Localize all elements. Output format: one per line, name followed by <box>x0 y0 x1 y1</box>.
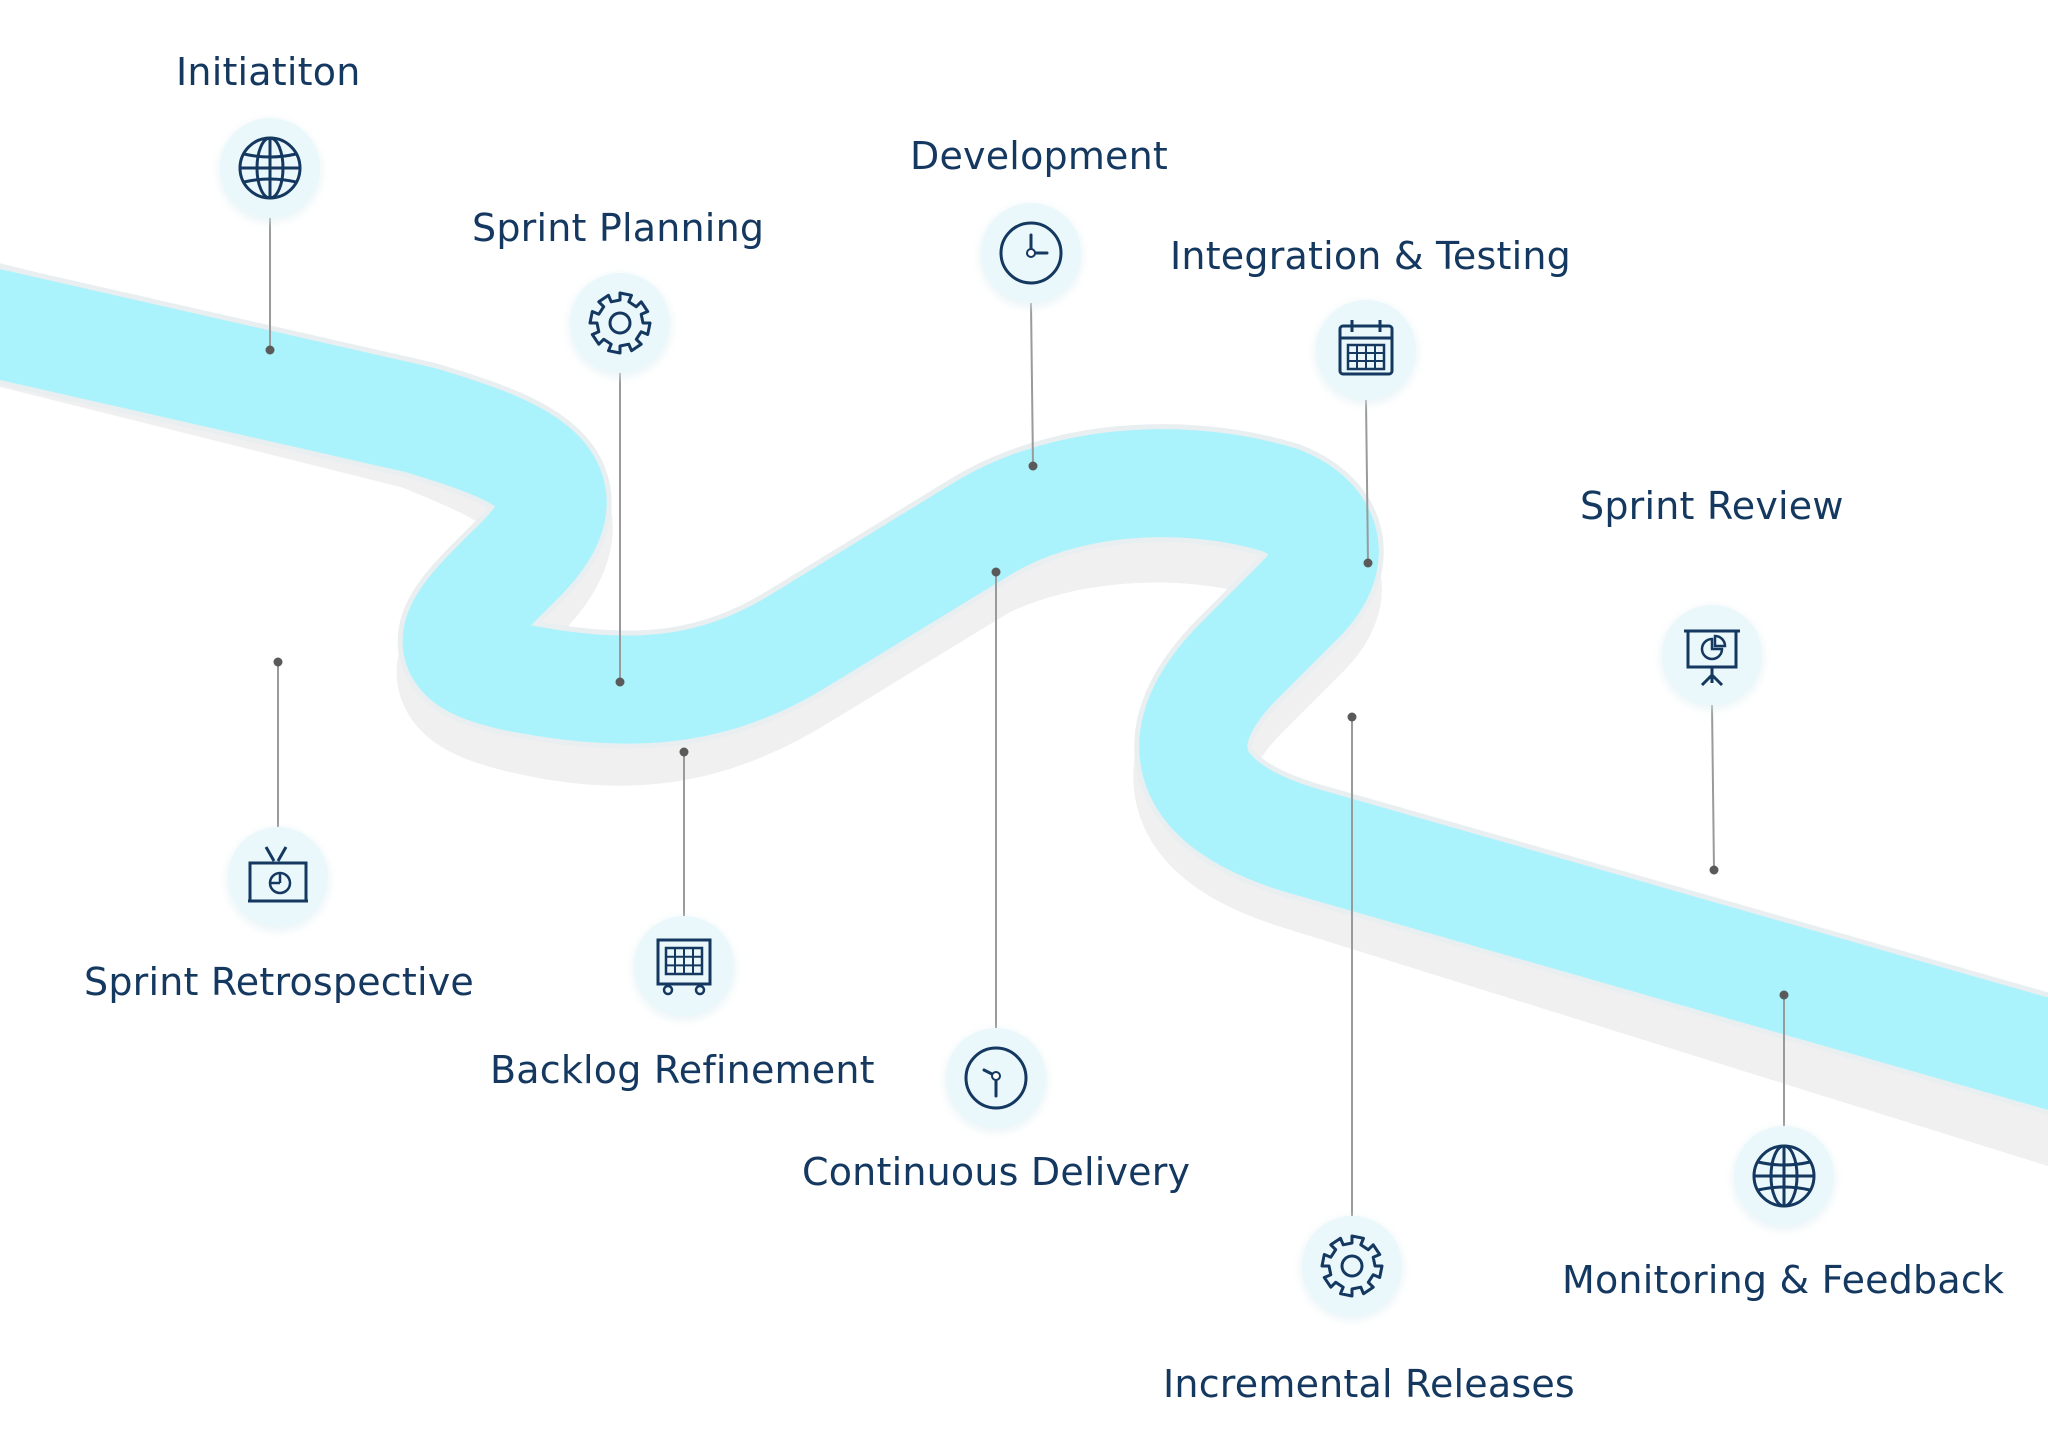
label-sprint-review: Sprint Review <box>1580 484 1844 528</box>
dot-integration-testing <box>1363 558 1373 568</box>
connector-sprint-review <box>1711 704 1715 871</box>
dot-sprint-retrospective <box>273 657 283 667</box>
gear-icon <box>588 291 652 355</box>
dot-continuous-delivery <box>991 567 1001 577</box>
icon-circle-sprint-review <box>1662 605 1762 705</box>
label-development: Development <box>910 134 1169 178</box>
icon-incremental-releases <box>1300 1216 1404 1321</box>
icon-backlog-refinement <box>632 916 736 1021</box>
icon-development <box>979 203 1083 308</box>
server-grid-icon <box>656 938 712 996</box>
dot-monitoring-feedback <box>1779 990 1789 1000</box>
icon-monitoring-feedback <box>1732 1126 1836 1231</box>
dot-initiation <box>265 345 275 355</box>
milestone-icons <box>218 118 1836 1321</box>
label-backlog-refinement: Backlog Refinement <box>490 1048 875 1092</box>
presentation-board-icon <box>1684 629 1740 687</box>
icon-circle-sprint-planning <box>570 273 670 373</box>
dot-sprint-review <box>1709 865 1719 875</box>
road-dots <box>265 345 1789 1000</box>
road-surface <box>0 269 2048 1110</box>
dot-backlog-refinement <box>679 747 689 757</box>
connector-lines <box>269 218 1785 1216</box>
icon-sprint-retrospective <box>226 827 330 932</box>
dot-incremental-releases <box>1347 712 1357 722</box>
globe-icon <box>238 136 302 200</box>
icon-sprint-planning <box>568 273 672 378</box>
label-continuous-delivery: Continuous Delivery <box>802 1150 1191 1194</box>
icon-initiation <box>218 118 322 223</box>
connector-development <box>1030 302 1034 467</box>
label-monitoring-feedback: Monitoring & Feedback <box>1562 1258 2005 1302</box>
dot-sprint-planning <box>615 677 625 687</box>
icon-sprint-review <box>1660 605 1764 710</box>
label-initiation: Initiatiton <box>176 50 361 94</box>
gear-icon <box>1320 1234 1384 1298</box>
label-integration-testing: Integration & Testing <box>1170 234 1571 278</box>
icon-integration-testing <box>1314 300 1418 405</box>
dot-development <box>1028 461 1038 471</box>
icon-continuous-delivery <box>944 1028 1048 1133</box>
icon-circle-sprint-retrospective <box>228 827 328 927</box>
icon-circle-incremental-releases <box>1302 1216 1402 1316</box>
clock-hand-icon <box>964 1046 1028 1110</box>
calendar-icon <box>1338 320 1394 376</box>
tv-chart-icon <box>248 846 308 903</box>
label-sprint-planning: Sprint Planning <box>472 206 765 250</box>
clock-icon <box>999 221 1063 285</box>
globe-icon <box>1752 1144 1816 1208</box>
label-incremental-releases: Incremental Releases <box>1163 1362 1575 1406</box>
label-sprint-retrospective: Sprint Retrospective <box>84 960 475 1004</box>
connector-integration-testing <box>1365 399 1369 564</box>
